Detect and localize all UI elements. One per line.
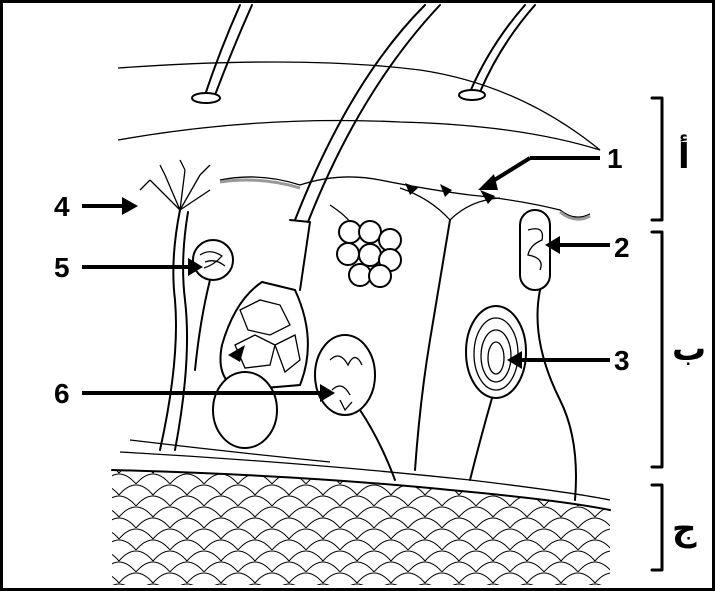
label-6: 6: [54, 378, 70, 409]
layer-label-b: ب: [672, 329, 706, 369]
label-4: 4: [54, 191, 70, 222]
fat-layer: [112, 440, 610, 585]
receptor-2-shape: [520, 210, 576, 500]
label-3: 3: [614, 345, 630, 376]
epidermis: [118, 62, 600, 219]
layer-brackets: [652, 98, 662, 570]
receptor-6-shape: [315, 335, 395, 480]
gland-cluster: [330, 205, 401, 287]
receptor-3-shape: [466, 306, 526, 480]
label-5: 5: [54, 252, 70, 283]
layer-label-a: أ: [678, 134, 690, 177]
hair-follicle: [213, 282, 308, 448]
free-nerve-endings: [140, 160, 210, 450]
label-2: 2: [614, 232, 630, 263]
label-1: 1: [607, 143, 623, 174]
layer-label-c: ج: [672, 509, 697, 549]
